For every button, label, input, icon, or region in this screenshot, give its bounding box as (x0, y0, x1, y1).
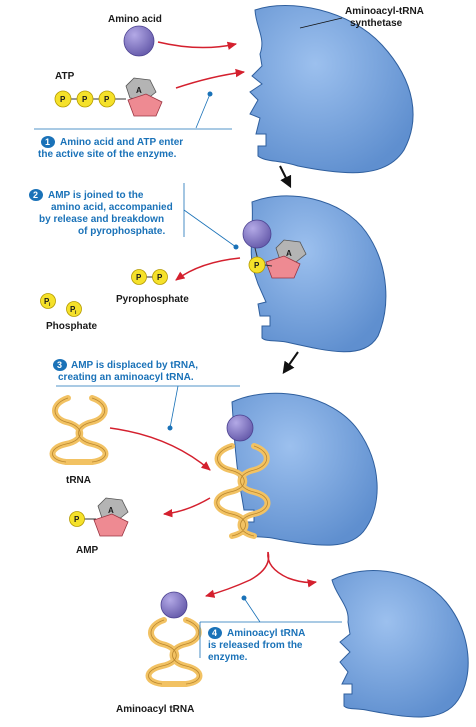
phosphate-letter: P (157, 273, 163, 282)
phosphate-2 (76, 90, 94, 108)
arrow-release-enzyme (267, 551, 318, 588)
step-1-box: 1 Amino acid and ATP enter the active si… (34, 91, 232, 160)
phosphate-i-2: P i (66, 301, 82, 317)
phosphate-i-1: P i (40, 293, 56, 309)
step-3-number-badge (53, 359, 67, 371)
amp-label: AMP (76, 545, 99, 556)
arrow-amino-acid-in (157, 41, 238, 50)
phosphate-letter: P (104, 95, 110, 104)
phosphate-letter: P (44, 297, 50, 306)
step-1-line-1: Amino acid and ATP enter (60, 137, 183, 148)
enzyme-label-line1: Aminoacyl-tRNA (345, 6, 424, 17)
trna-free (49, 395, 109, 465)
step-1-number-badge (41, 136, 55, 148)
trna-bound (213, 443, 271, 539)
step-4-box: 4 Aminoacyl tRNA is released from the en… (199, 595, 342, 663)
adenine-letter: A (108, 506, 114, 515)
phosphate-letter: P (60, 95, 66, 104)
enzyme-label-line2: synthetase (350, 18, 403, 29)
amino-acid-on-trna (226, 414, 254, 442)
step-1-number: 1 (45, 137, 50, 147)
step-2-number-badge (29, 189, 43, 201)
step-3-line-2: creating an aminoacyl tRNA. (58, 372, 194, 383)
amp-ribose (93, 513, 129, 537)
adenine-letter: A (136, 86, 142, 95)
adenine (125, 77, 157, 101)
arrow-amp-out (162, 497, 211, 518)
trna-label: tRNA (66, 475, 91, 486)
amino-acid-bound (242, 219, 272, 249)
phosphate-subscript: i (75, 310, 77, 316)
step-2-line-3: by release and breakdown (39, 214, 164, 225)
pyrophosphate: P P (131, 269, 168, 285)
amino-acid-label: Amino acid (108, 14, 162, 25)
step-4-line-2: is released from the (208, 640, 303, 651)
arrow-atp-in (175, 68, 246, 89)
atp-label: ATP (55, 71, 75, 82)
ribose-bound (265, 255, 301, 279)
aminoacyl-trna-released (145, 617, 203, 687)
phosphate-letter: P (70, 305, 76, 314)
enzyme-pointer-line (299, 17, 343, 29)
amino-acid (123, 25, 155, 57)
phosphate-letter: P (254, 261, 260, 270)
amino-acid-released (160, 591, 188, 619)
step-3-line-1: AMP is displaced by tRNA, (71, 360, 198, 371)
step-3-box: 3 AMP is displaced by tRNA, creating an … (53, 359, 240, 431)
amp-phosphate (69, 511, 85, 527)
enzyme-1 (249, 5, 414, 174)
adenine-letter: A (286, 249, 292, 258)
phosphate-letter: P (82, 95, 88, 104)
amp-molecule: P A (69, 497, 129, 537)
phosphate-3 (98, 90, 116, 108)
step-2-line-2: amino acid, accompanied (51, 202, 173, 213)
step-2-line-1: AMP is joined to the (48, 190, 144, 201)
step-2-box: 2 AMP is joined to the amino acid, accom… (29, 183, 239, 250)
step-4-number: 4 (212, 628, 217, 638)
atp-molecule: P P P A (54, 77, 163, 117)
flow-arrow-2 (282, 351, 299, 374)
step-2-line-4: of pyrophosphate. (78, 226, 165, 237)
pyrophosphate-label: Pyrophosphate (116, 294, 189, 305)
phosphate-subscript: i (49, 302, 51, 308)
phosphate-label: Phosphate (46, 321, 98, 332)
step-4-line-3: enzyme. (208, 652, 248, 663)
arrow-trna-in (109, 427, 211, 471)
aminoacyl-trna-label: Aminoacyl tRNA (116, 704, 194, 715)
ribose (127, 93, 163, 117)
step-2-number: 2 (33, 190, 38, 200)
step-4-number-badge (208, 627, 222, 639)
enzyme-4 (331, 570, 469, 718)
enzyme-2 (250, 195, 387, 353)
step-4-line-1: Aminoacyl tRNA (227, 628, 305, 639)
flow-arrow-1 (279, 165, 292, 189)
step-3-number: 3 (57, 360, 62, 370)
arrow-pyrophosphate-out (175, 257, 241, 281)
phosphate-1 (54, 90, 72, 108)
phosphate-letter: P (74, 515, 80, 524)
step-1-line-2: the active site of the enzyme. (38, 149, 177, 160)
phosphate-letter: P (136, 273, 142, 282)
arrow-release-trna (204, 551, 270, 598)
